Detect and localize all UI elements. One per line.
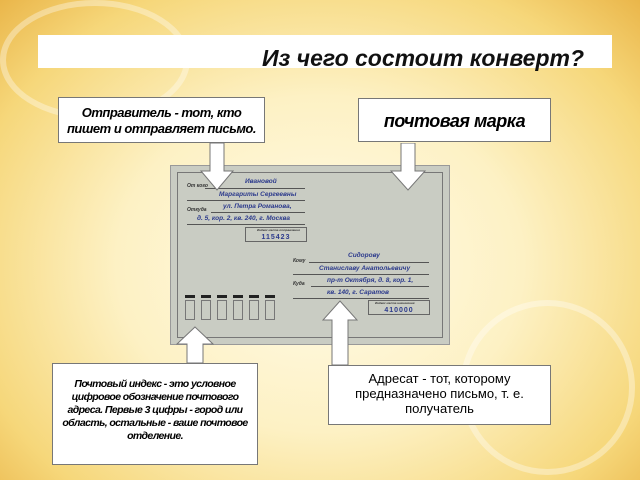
from-addr-label: Откуда [187, 207, 207, 213]
address-line [293, 298, 429, 299]
from-index-label: Индекс места отправления [257, 228, 300, 232]
recipient-box: Адресат - тот, которому предназначено пи… [328, 365, 551, 425]
to-index-value: 410000 [384, 307, 414, 314]
postal-index-box: Почтовый индекс - это условное цифровое … [52, 363, 258, 465]
envelope-border [177, 172, 443, 338]
envelope-image: От кого Ивановой Маргариты Сергеевны Отк… [170, 165, 450, 345]
address-line [211, 212, 305, 213]
address-line [309, 262, 429, 263]
index-sample-bar [185, 295, 195, 298]
address-line [187, 200, 305, 201]
index-sample-bar [233, 295, 243, 298]
index-digit-box [249, 300, 259, 320]
index-digit-box [233, 300, 243, 320]
to-index: 410000 [368, 300, 430, 315]
from-line2: Маргариты Сергеевны [219, 191, 297, 198]
arrow-up-icon [176, 326, 214, 364]
from-line1: Ивановой [245, 178, 277, 185]
to-line2: Станиславу Анатольевичу [319, 265, 411, 272]
from-addr1: ул. Петра Романова, [223, 203, 292, 210]
sender-box: Отправитель - тот, кто пишет и отправляе… [58, 97, 265, 143]
index-sample-bar [265, 295, 275, 298]
index-sample-bar [249, 295, 259, 298]
index-digit-box [217, 300, 227, 320]
address-line [205, 188, 305, 189]
index-sample-bar [201, 295, 211, 298]
address-line [293, 274, 429, 275]
from-addr2: д. 5, кор. 2, кв. 240, г. Москва [197, 215, 290, 222]
stamp-box: почтовая марка [358, 98, 551, 142]
arrow-up-icon [322, 300, 358, 366]
from-label: От кого [187, 183, 208, 189]
slide-title: Из чего состоит конверт? [262, 45, 584, 71]
index-sample-bar [217, 295, 227, 298]
index-digit-box [201, 300, 211, 320]
index-digit-box [185, 300, 195, 320]
address-line [187, 224, 305, 225]
arrow-down-icon [390, 143, 426, 191]
to-index-label: Индекс места назначения [375, 301, 415, 305]
arrow-down-icon [200, 143, 234, 191]
from-index-value: 115423 [261, 234, 291, 241]
index-digit-box [265, 300, 275, 320]
address-line [311, 286, 429, 287]
from-index: 115423 [245, 227, 307, 242]
to-line1: Сидорову [348, 252, 380, 259]
to-addr-label: Куда [293, 281, 305, 287]
title-bar [38, 35, 612, 68]
to-addr1: пр-т Октября, д. 8, кор. 1, [327, 277, 414, 284]
to-label: Кому [293, 258, 306, 264]
to-addr2: кв. 140, г. Саратов [327, 289, 389, 296]
